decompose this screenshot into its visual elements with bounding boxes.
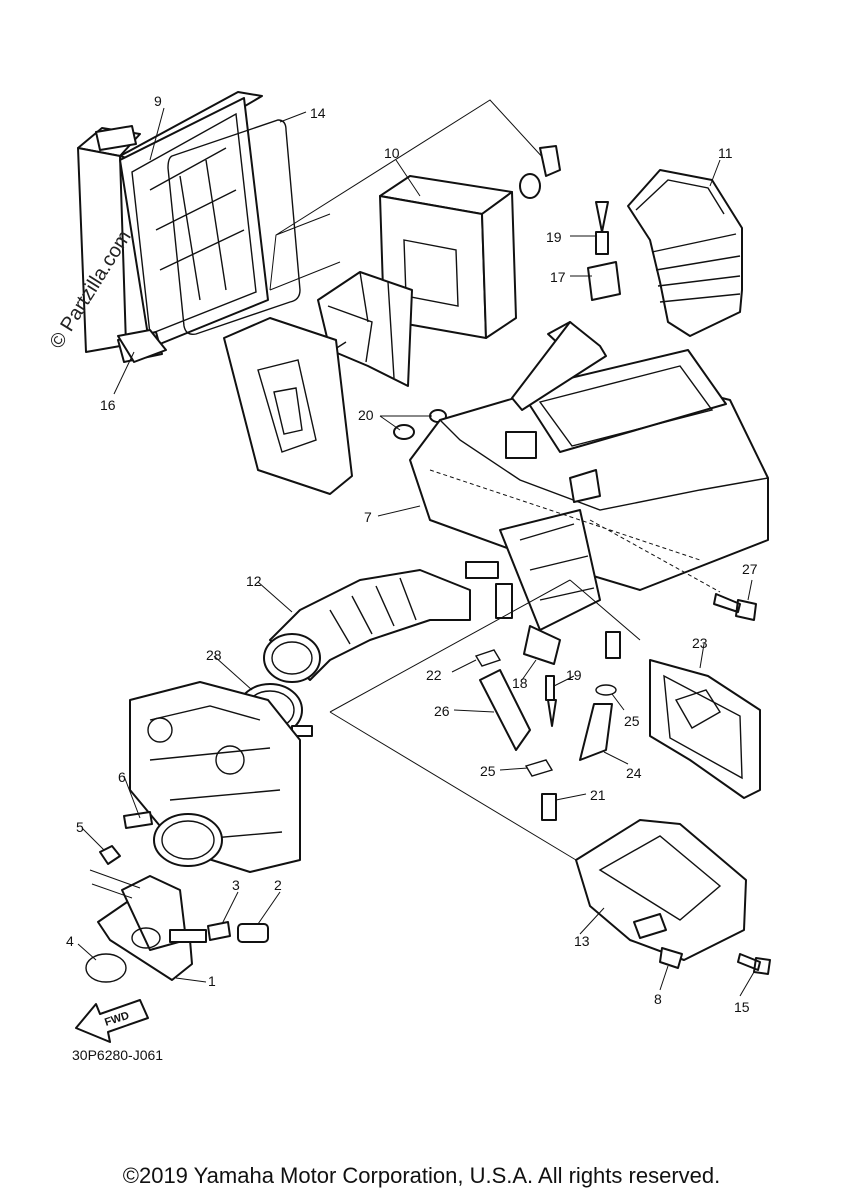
callout-13: 13 — [574, 933, 590, 949]
small-fasteners-top — [393, 145, 621, 440]
diagram-code: 30P6280-J061 — [72, 1047, 163, 1063]
callout-6: 6 — [118, 769, 126, 785]
callout-17: 17 — [550, 269, 566, 285]
callout-3: 3 — [232, 877, 240, 893]
callout-16: 16 — [100, 397, 116, 413]
callout-24: 24 — [626, 765, 642, 781]
callout-4: 4 — [66, 933, 74, 949]
filter-base-plate — [223, 317, 353, 495]
callout-22: 22 — [426, 667, 442, 683]
callout-15: 15 — [734, 999, 750, 1015]
fwd-arrow: FWD — [75, 999, 149, 1043]
part-13-cover — [575, 819, 747, 969]
part-7-air-cleaner-case — [409, 321, 769, 659]
callout-8: 8 — [654, 991, 662, 1007]
callout-7: 7 — [364, 509, 372, 525]
callout-5: 5 — [76, 819, 84, 835]
callouts: 9 14 10 11 19 17 16 20 7 27 12 28 23 22 … — [66, 93, 758, 1015]
callout-26: 26 — [434, 703, 450, 719]
callout-9: 9 — [154, 93, 162, 109]
part-3-clip — [207, 921, 231, 941]
callout-1: 1 — [208, 973, 216, 989]
callout-27: 27 — [742, 561, 758, 577]
part-2-cap — [237, 923, 269, 943]
part-6-clamp — [99, 811, 223, 867]
part-4-o-ring — [85, 953, 127, 983]
callout-18: 18 — [512, 675, 528, 691]
part-16-clip — [117, 329, 167, 363]
part-27-bolt — [713, 593, 757, 621]
assembly-line-lower — [329, 579, 641, 861]
part-9-case-cap — [77, 91, 269, 363]
callout-21: 21 — [590, 787, 606, 803]
callout-20: 20 — [358, 407, 374, 423]
callout-14: 14 — [310, 105, 326, 121]
part-15-bolt — [737, 953, 771, 975]
callout-2: 2 — [274, 877, 282, 893]
leader-lines — [77, 107, 755, 997]
callout-12: 12 — [246, 573, 262, 589]
part-14-seal — [167, 119, 301, 336]
part-1-manifold — [97, 875, 207, 981]
callout-11: 11 — [718, 145, 733, 161]
callout-23: 23 — [692, 635, 708, 651]
callout-10: 10 — [384, 145, 400, 161]
part-11-air-duct — [627, 169, 743, 337]
part-12-intake-joint — [263, 569, 471, 683]
callout-28: 28 — [206, 647, 222, 663]
part-23-cover — [649, 659, 761, 799]
callout-19a: 19 — [546, 229, 562, 245]
group-lines-top — [269, 99, 546, 291]
copyright-notice: ©2019 Yamaha Motor Corporation, U.S.A. A… — [122, 1163, 721, 1188]
callout-19b: 19 — [566, 667, 582, 683]
assembly-line-manifold — [89, 869, 141, 899]
callout-25b: 25 — [480, 763, 496, 779]
hoses-and-plugs — [474, 625, 617, 821]
callout-25a: 25 — [624, 713, 640, 729]
